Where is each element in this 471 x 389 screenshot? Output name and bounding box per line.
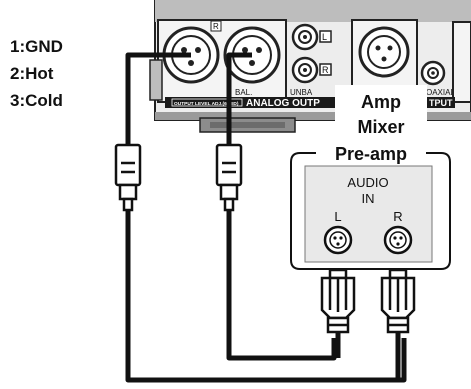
unbal-label: UNBA: [290, 88, 313, 97]
destination-input-panel: AUDIO IN L R: [290, 152, 451, 270]
jack-mark-r: R: [213, 22, 219, 31]
jack-mark-r2: R: [322, 65, 329, 75]
cable-left: [125, 52, 191, 145]
cable-left-lower: [125, 210, 407, 383]
input-left-label: L: [334, 209, 341, 224]
in-label: IN: [362, 191, 375, 206]
cables: [125, 52, 407, 383]
xlr-input-jack-right: [383, 225, 413, 255]
pin-legend-hot: 2:Hot: [10, 64, 54, 83]
output-level-label: OUTPUT LEVEL ADJ.(6.MID): [174, 101, 239, 107]
jack-mark-l: L: [322, 32, 327, 42]
xlr-plug-left: [114, 143, 142, 212]
pin-legend: 1:GND 2:Hot 3:Cold: [10, 37, 63, 110]
bal-label: BAL.: [235, 88, 252, 97]
analog-output-label: ANALOG OUTP: [246, 98, 320, 109]
xlr-male-plug-left: [320, 268, 356, 334]
rca-output-jack-bottom: R: [291, 56, 332, 84]
audio-label: AUDIO: [347, 175, 388, 190]
xlr-input-jack-left: [323, 225, 353, 255]
cable-right: [226, 52, 252, 145]
xlr-digital-jack: [358, 26, 410, 78]
dest-amp: Amp: [361, 92, 401, 112]
pin-legend-gnd: 1:GND: [10, 37, 63, 56]
xlr-male-plug-right: [380, 268, 416, 334]
coaxial-label: OAXIAL: [426, 88, 455, 97]
coaxial-jack: [420, 60, 446, 86]
input-right-label: R: [393, 209, 402, 224]
dest-preamp: Pre-amp: [335, 144, 407, 164]
destination-label: Amp Mixer Pre-amp: [335, 85, 427, 164]
rca-output-jack-top: L: [291, 23, 332, 51]
output-label: TPUT: [429, 98, 453, 108]
pin-legend-cold: 3:Cold: [10, 91, 63, 110]
xlr-plug-right: [215, 143, 243, 212]
cable-right-lower: [226, 210, 337, 361]
dest-mixer: Mixer: [357, 117, 404, 137]
